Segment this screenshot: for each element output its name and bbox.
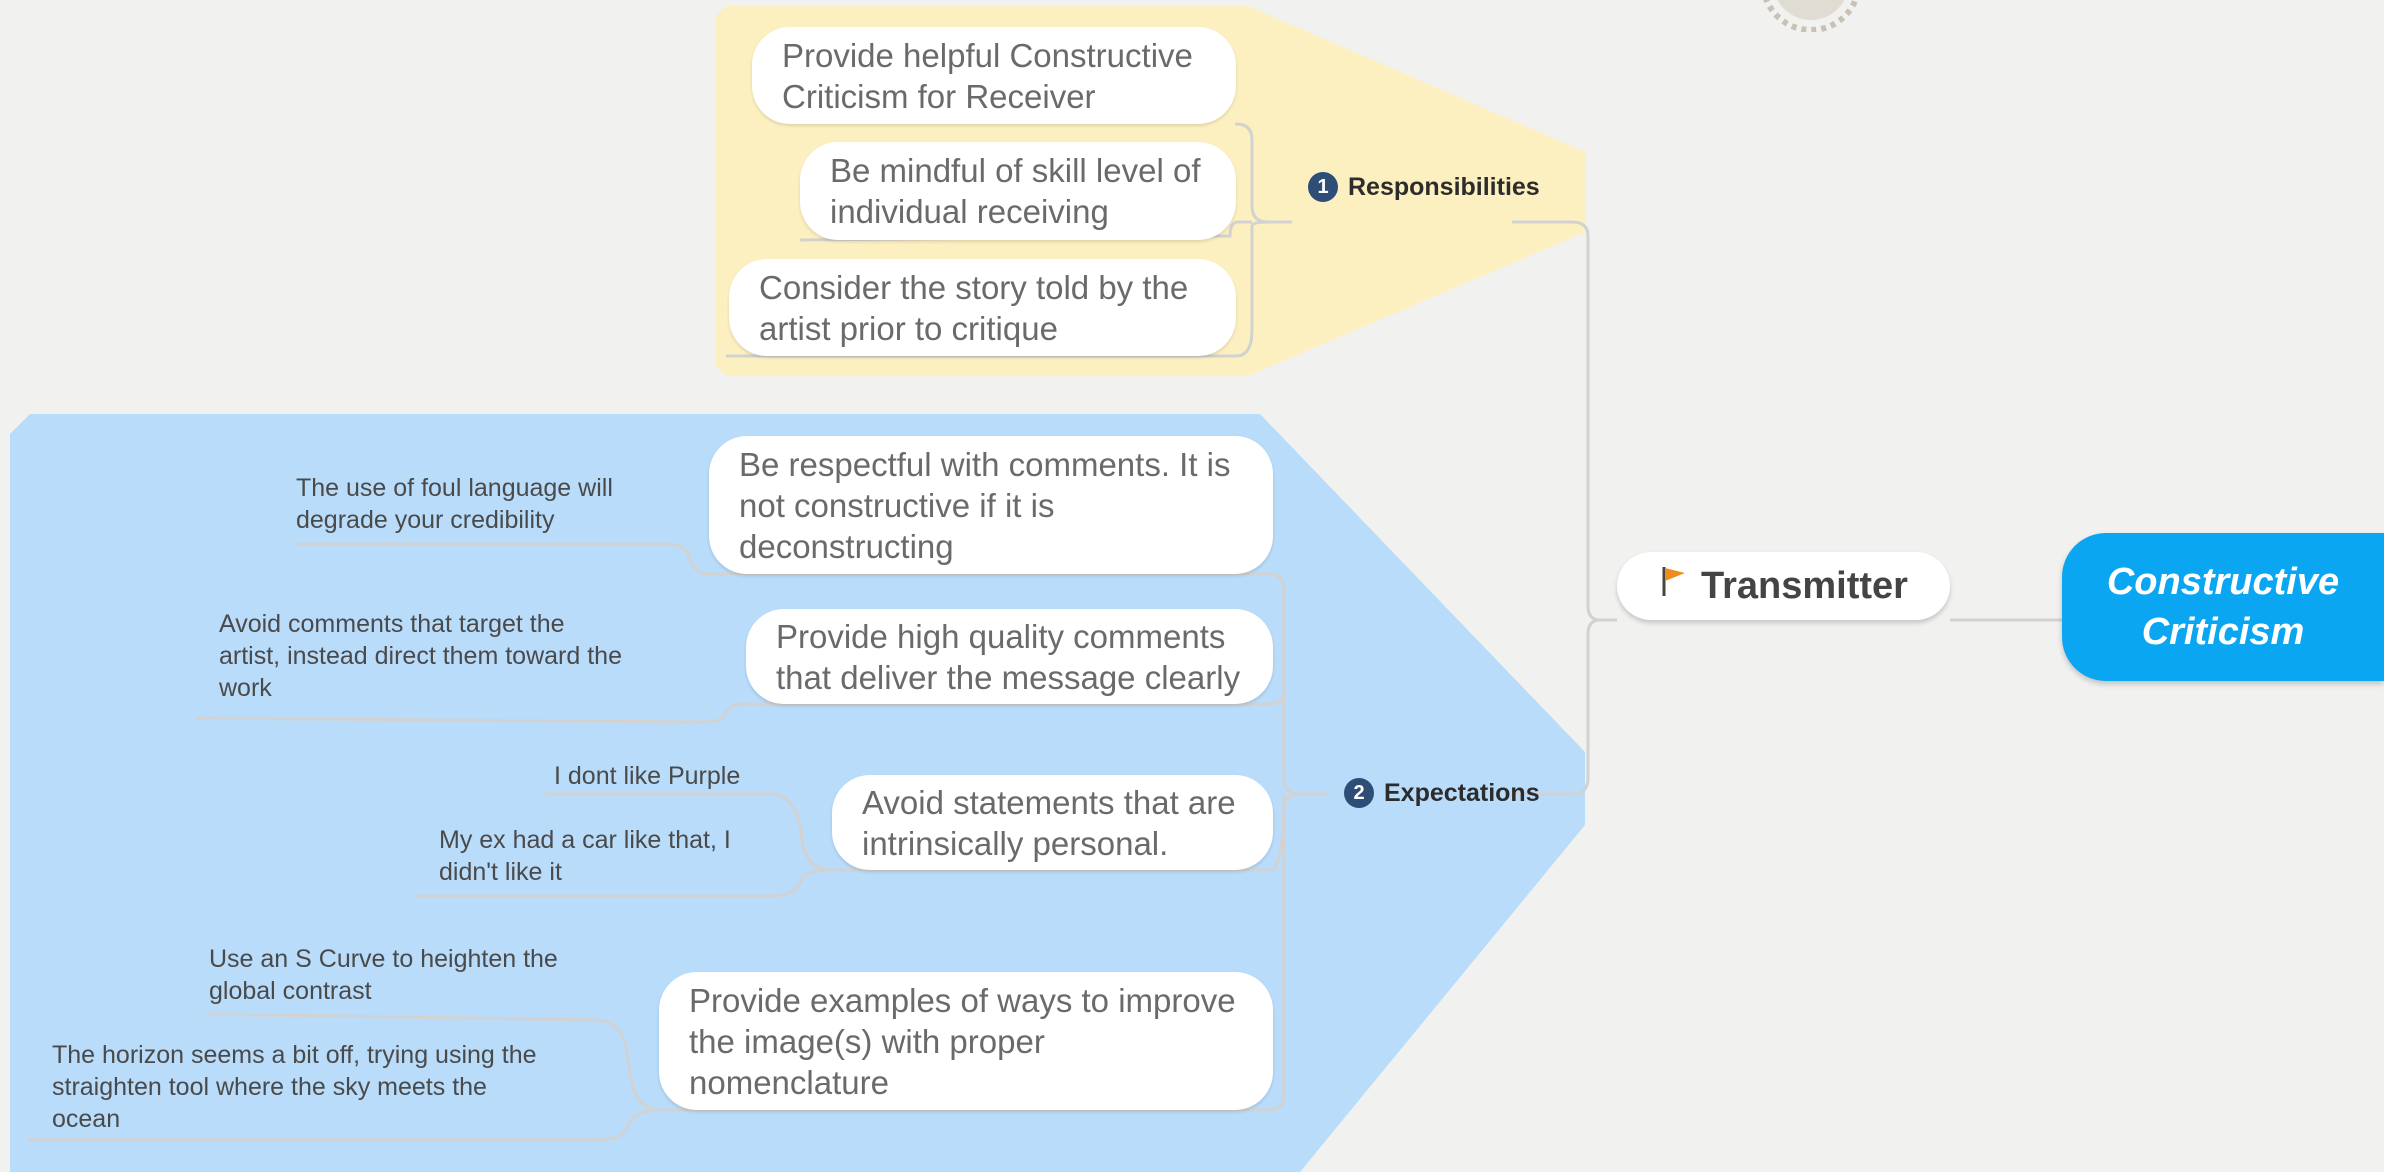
- flag-icon: [1659, 564, 1689, 608]
- branch-label-text: Expectations: [1384, 778, 1540, 807]
- main-topic-transmitter[interactable]: Transmitter: [1617, 552, 1950, 620]
- topic-expectation-4[interactable]: Provide examples of ways to improve the …: [659, 972, 1273, 1110]
- note-purple[interactable]: I dont like Purple: [554, 762, 741, 790]
- note-horizon[interactable]: The horizon seems a bit off, trying usin…: [52, 1041, 537, 1133]
- branch-label-expectations[interactable]: 2 Expectations: [1344, 778, 1540, 808]
- central-topic[interactable]: Constructive Criticism: [2062, 533, 2384, 681]
- note-s-curve[interactable]: Use an S Curve to heighten the global co…: [209, 945, 558, 1005]
- main-topic-label: Transmitter: [1701, 564, 1908, 607]
- topic-expectation-3[interactable]: Avoid statements that are intrinsically …: [832, 775, 1273, 870]
- topic-responsibility-2[interactable]: Be mindful of skill level of individual …: [800, 142, 1236, 240]
- note-target-work[interactable]: Avoid comments that target the artist, i…: [219, 610, 622, 702]
- branch-number-badge: 1: [1308, 172, 1338, 202]
- topic-responsibility-1[interactable]: Provide helpful Constructive Criticism f…: [752, 27, 1236, 124]
- note-ex-car[interactable]: My ex had a car like that, I didn't like…: [439, 826, 731, 886]
- gear-decoration-icon: [1748, 0, 1874, 32]
- note-foul-language[interactable]: The use of foul language will degrade yo…: [296, 474, 613, 534]
- branch-label-text: Responsibilities: [1348, 172, 1540, 201]
- branch-label-responsibilities[interactable]: 1 Responsibilities: [1308, 172, 1540, 202]
- topic-expectation-1[interactable]: Be respectful with comments. It is not c…: [709, 436, 1273, 574]
- topic-responsibility-3[interactable]: Consider the story told by the artist pr…: [729, 259, 1236, 356]
- topic-expectation-2[interactable]: Provide high quality comments that deliv…: [746, 609, 1273, 704]
- branch-number-badge: 2: [1344, 778, 1374, 808]
